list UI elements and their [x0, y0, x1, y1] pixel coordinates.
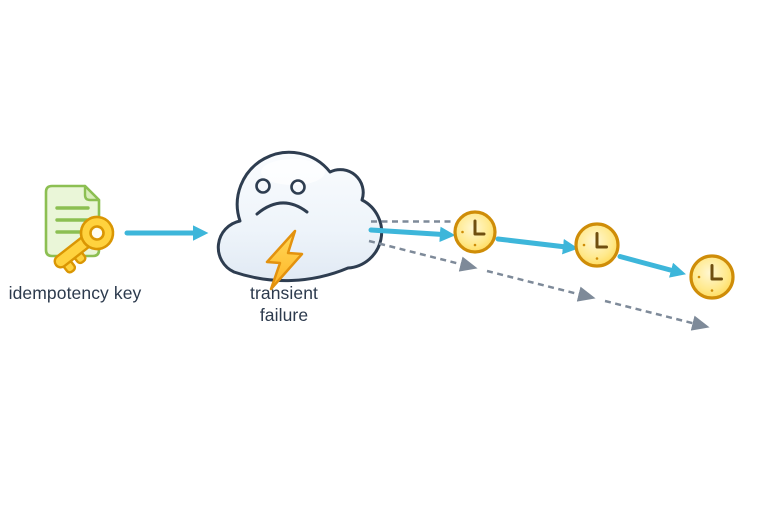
dashed-backoff-arrows [368, 239, 710, 331]
sad-face [255, 178, 309, 216]
key-icon [53, 215, 115, 274]
idempotency-key-label: idempotency key [8, 283, 142, 303]
transient-failure-label: transient failure [249, 283, 319, 326]
clock-icon-1 [453, 210, 497, 254]
arrow-clock2-to-clock3 [617, 254, 686, 278]
clock-icon-3 [689, 254, 735, 300]
clock-icon-2 [574, 222, 620, 268]
lightning-icon [265, 229, 304, 291]
arrow-cloud-to-clock1 [368, 226, 456, 243]
cloud-highlight [261, 159, 325, 185]
document-with-key-icon [44, 184, 115, 274]
sad-cloud-icon [216, 150, 384, 291]
arrow-clock1-to-clock2 [495, 236, 579, 255]
retry-arrows [368, 226, 686, 278]
